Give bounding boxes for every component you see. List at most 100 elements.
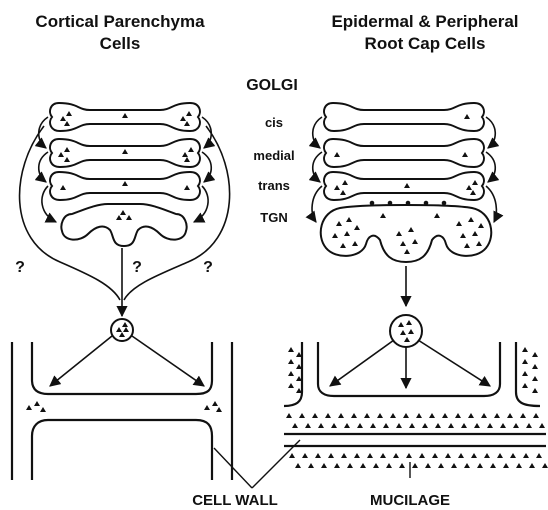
- mucilage-particle: [386, 463, 392, 468]
- mucilage-particle: [288, 359, 294, 364]
- mucilage-particle: [409, 423, 415, 428]
- mucilage-particle: [338, 413, 344, 418]
- right-trans-cisterna: [324, 172, 484, 200]
- mucilage-particle: [494, 413, 500, 418]
- mucilage-particle: [539, 423, 545, 428]
- mucilage-particle: [448, 423, 454, 428]
- mucilage-particle: [364, 413, 370, 418]
- mucilage-particle: [289, 453, 295, 458]
- question-mark-center: ?: [132, 259, 142, 276]
- medial-label: medial: [253, 148, 294, 163]
- mucilage-particle: [299, 413, 305, 418]
- mucilage-particle: [536, 453, 542, 458]
- mucilage-particle: [305, 423, 311, 428]
- mucilage-particle: [477, 463, 483, 468]
- mucilage-cargo: [286, 347, 548, 468]
- left-vesicle-arrows: [50, 336, 204, 386]
- mucilage-particle: [351, 413, 357, 418]
- mucilage-particle: [396, 423, 402, 428]
- right-wall-outline: [284, 342, 546, 446]
- mucilage-particle: [455, 413, 461, 418]
- mucilage-particle: [292, 423, 298, 428]
- cell-wall-label: CELL WALL: [192, 492, 278, 509]
- mucilage-particle: [429, 413, 435, 418]
- tgn-label: TGN: [260, 210, 287, 225]
- mucilage-particle: [490, 463, 496, 468]
- mucilage-particle: [425, 463, 431, 468]
- mucilage-particle: [328, 453, 334, 458]
- mucilage-particle: [432, 453, 438, 458]
- mucilage-particle: [532, 388, 538, 393]
- left-title-line2: Cells: [100, 34, 141, 53]
- mucilage-particle: [497, 453, 503, 458]
- right-cis-cisterna: [324, 103, 484, 131]
- mucilage-particle: [445, 453, 451, 458]
- left-wall-cargo: [26, 401, 222, 412]
- mucilage-particle: [288, 371, 294, 376]
- mucilage-particle: [471, 453, 477, 458]
- mucilage-particle: [468, 413, 474, 418]
- mucilage-particle: [526, 423, 532, 428]
- question-mark-left: ?: [15, 259, 25, 276]
- mucilage-particle: [520, 413, 526, 418]
- mucilage-particle: [458, 453, 464, 458]
- mucilage-particle: [370, 423, 376, 428]
- left-tgn-cisterna: [61, 204, 186, 246]
- mucilage-particle: [325, 413, 331, 418]
- mucilage-particle: [347, 463, 353, 468]
- mucilage-particle: [481, 413, 487, 418]
- mucilage-particle: [416, 413, 422, 418]
- mucilage-particle: [438, 463, 444, 468]
- mucilage-particle: [403, 413, 409, 418]
- mucilage-particle: [406, 453, 412, 458]
- mucilage-particle: [315, 453, 321, 458]
- question-mark-right: ?: [203, 259, 213, 276]
- mucilage-particle: [522, 383, 528, 388]
- left-secretory-vesicle: [111, 319, 133, 341]
- mucilage-particle: [507, 413, 513, 418]
- cis-label: cis: [265, 115, 283, 130]
- mucilage-particle: [487, 423, 493, 428]
- mucilage-particle: [474, 423, 480, 428]
- mucilage-particle: [435, 423, 441, 428]
- mucilage-particle: [380, 453, 386, 458]
- mucilage-particle: [532, 364, 538, 369]
- right-medial-cisterna: [324, 139, 484, 167]
- mucilage-particle: [513, 423, 519, 428]
- mucilage-particle: [532, 352, 538, 357]
- mucilage-particle: [286, 413, 292, 418]
- mucilage-particle: [341, 453, 347, 458]
- right-secretory-vesicle: [390, 315, 422, 347]
- mucilage-particle: [321, 463, 327, 468]
- mucilage-particle: [344, 423, 350, 428]
- mucilage-particle: [451, 463, 457, 468]
- mucilage-particle: [522, 371, 528, 376]
- right-title-line1: Epidermal & Peripheral: [331, 12, 518, 31]
- bottom-leader-lines: [214, 440, 410, 488]
- mucilage-particle: [522, 359, 528, 364]
- mucilage-particle: [334, 463, 340, 468]
- mucilage-particle: [510, 453, 516, 458]
- mucilage-particle: [422, 423, 428, 428]
- mucilage-particle: [542, 463, 548, 468]
- mucilage-label: MUCILAGE: [370, 492, 450, 509]
- mucilage-particle: [500, 423, 506, 428]
- mucilage-particle: [399, 463, 405, 468]
- mucilage-particle: [295, 463, 301, 468]
- mucilage-particle: [377, 413, 383, 418]
- mucilage-particle: [516, 463, 522, 468]
- mucilage-particle: [360, 463, 366, 468]
- mucilage-particle: [312, 413, 318, 418]
- mucilage-particle: [419, 453, 425, 458]
- mucilage-particle: [308, 463, 314, 468]
- mucilage-particle: [318, 423, 324, 428]
- mucilage-particle: [464, 463, 470, 468]
- mucilage-particle: [367, 453, 373, 458]
- mucilage-particle: [484, 453, 490, 458]
- mucilage-particle: [461, 423, 467, 428]
- right-title-line2: Root Cap Cells: [365, 34, 486, 53]
- mucilage-particle: [390, 413, 396, 418]
- mucilage-particle: [357, 423, 363, 428]
- mucilage-particle: [383, 423, 389, 428]
